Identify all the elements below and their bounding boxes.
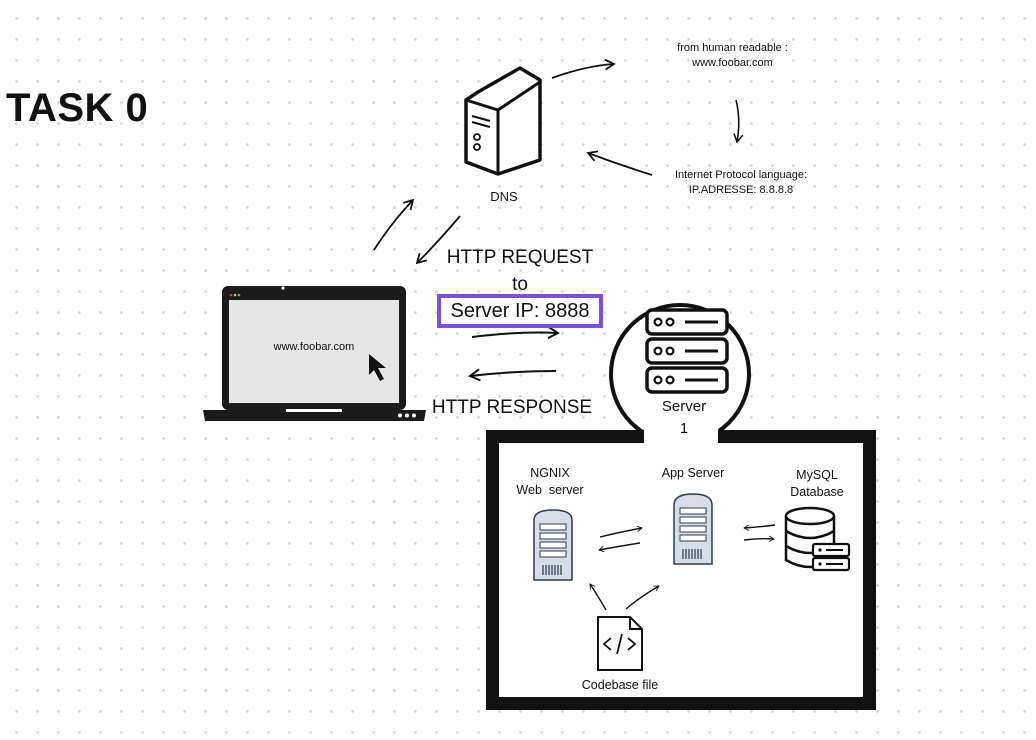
box-opening	[644, 426, 718, 448]
dns-label: DNS	[490, 189, 518, 204]
nginx-server-icon	[533, 509, 573, 581]
cursor-icon	[369, 354, 386, 381]
label-line: MySQL	[796, 468, 838, 482]
http-request-label: HTTP REQUEST	[446, 247, 594, 268]
app-server-icon	[673, 493, 713, 565]
http-request-to-label: to	[512, 274, 528, 295]
label-line: Database	[790, 485, 844, 499]
dns-note-human-readable: from human readable : www.foobar.com	[650, 41, 815, 71]
page-title: TASK 0	[6, 86, 149, 130]
codebase-label: Codebase file	[581, 678, 659, 692]
codebase-file-icon	[597, 616, 643, 671]
server-ip-label: Server IP: 8888	[437, 294, 603, 328]
server-label-line: Server	[661, 398, 707, 415]
mysql-label: MySQL Database	[772, 467, 862, 501]
server-label: Server 1	[644, 396, 724, 440]
laptop-icon	[203, 286, 426, 421]
label-line: Web server	[516, 483, 584, 497]
note-line: Internet Protocol language:	[674, 169, 808, 181]
nginx-label: NGNIX Web server	[505, 465, 595, 499]
database-icon	[784, 506, 851, 572]
dns-note-ip: Internet Protocol language: IP.ADRESSE: …	[655, 168, 827, 198]
http-response-label: HTTP RESPONSE	[431, 397, 593, 418]
server-label-line: 1	[679, 420, 689, 437]
note-line: www.foobar.com	[692, 57, 773, 69]
app-server-label: App Server	[661, 466, 725, 480]
label-line: NGNIX	[530, 466, 570, 480]
note-line: IP.ADRESSE: 8.8.8.8	[688, 184, 794, 196]
note-line: from human readable :	[677, 42, 788, 54]
dns-server-icon	[464, 66, 542, 176]
server-rack-icon	[645, 308, 729, 394]
laptop-screen-url: www.foobar.com	[273, 341, 355, 353]
